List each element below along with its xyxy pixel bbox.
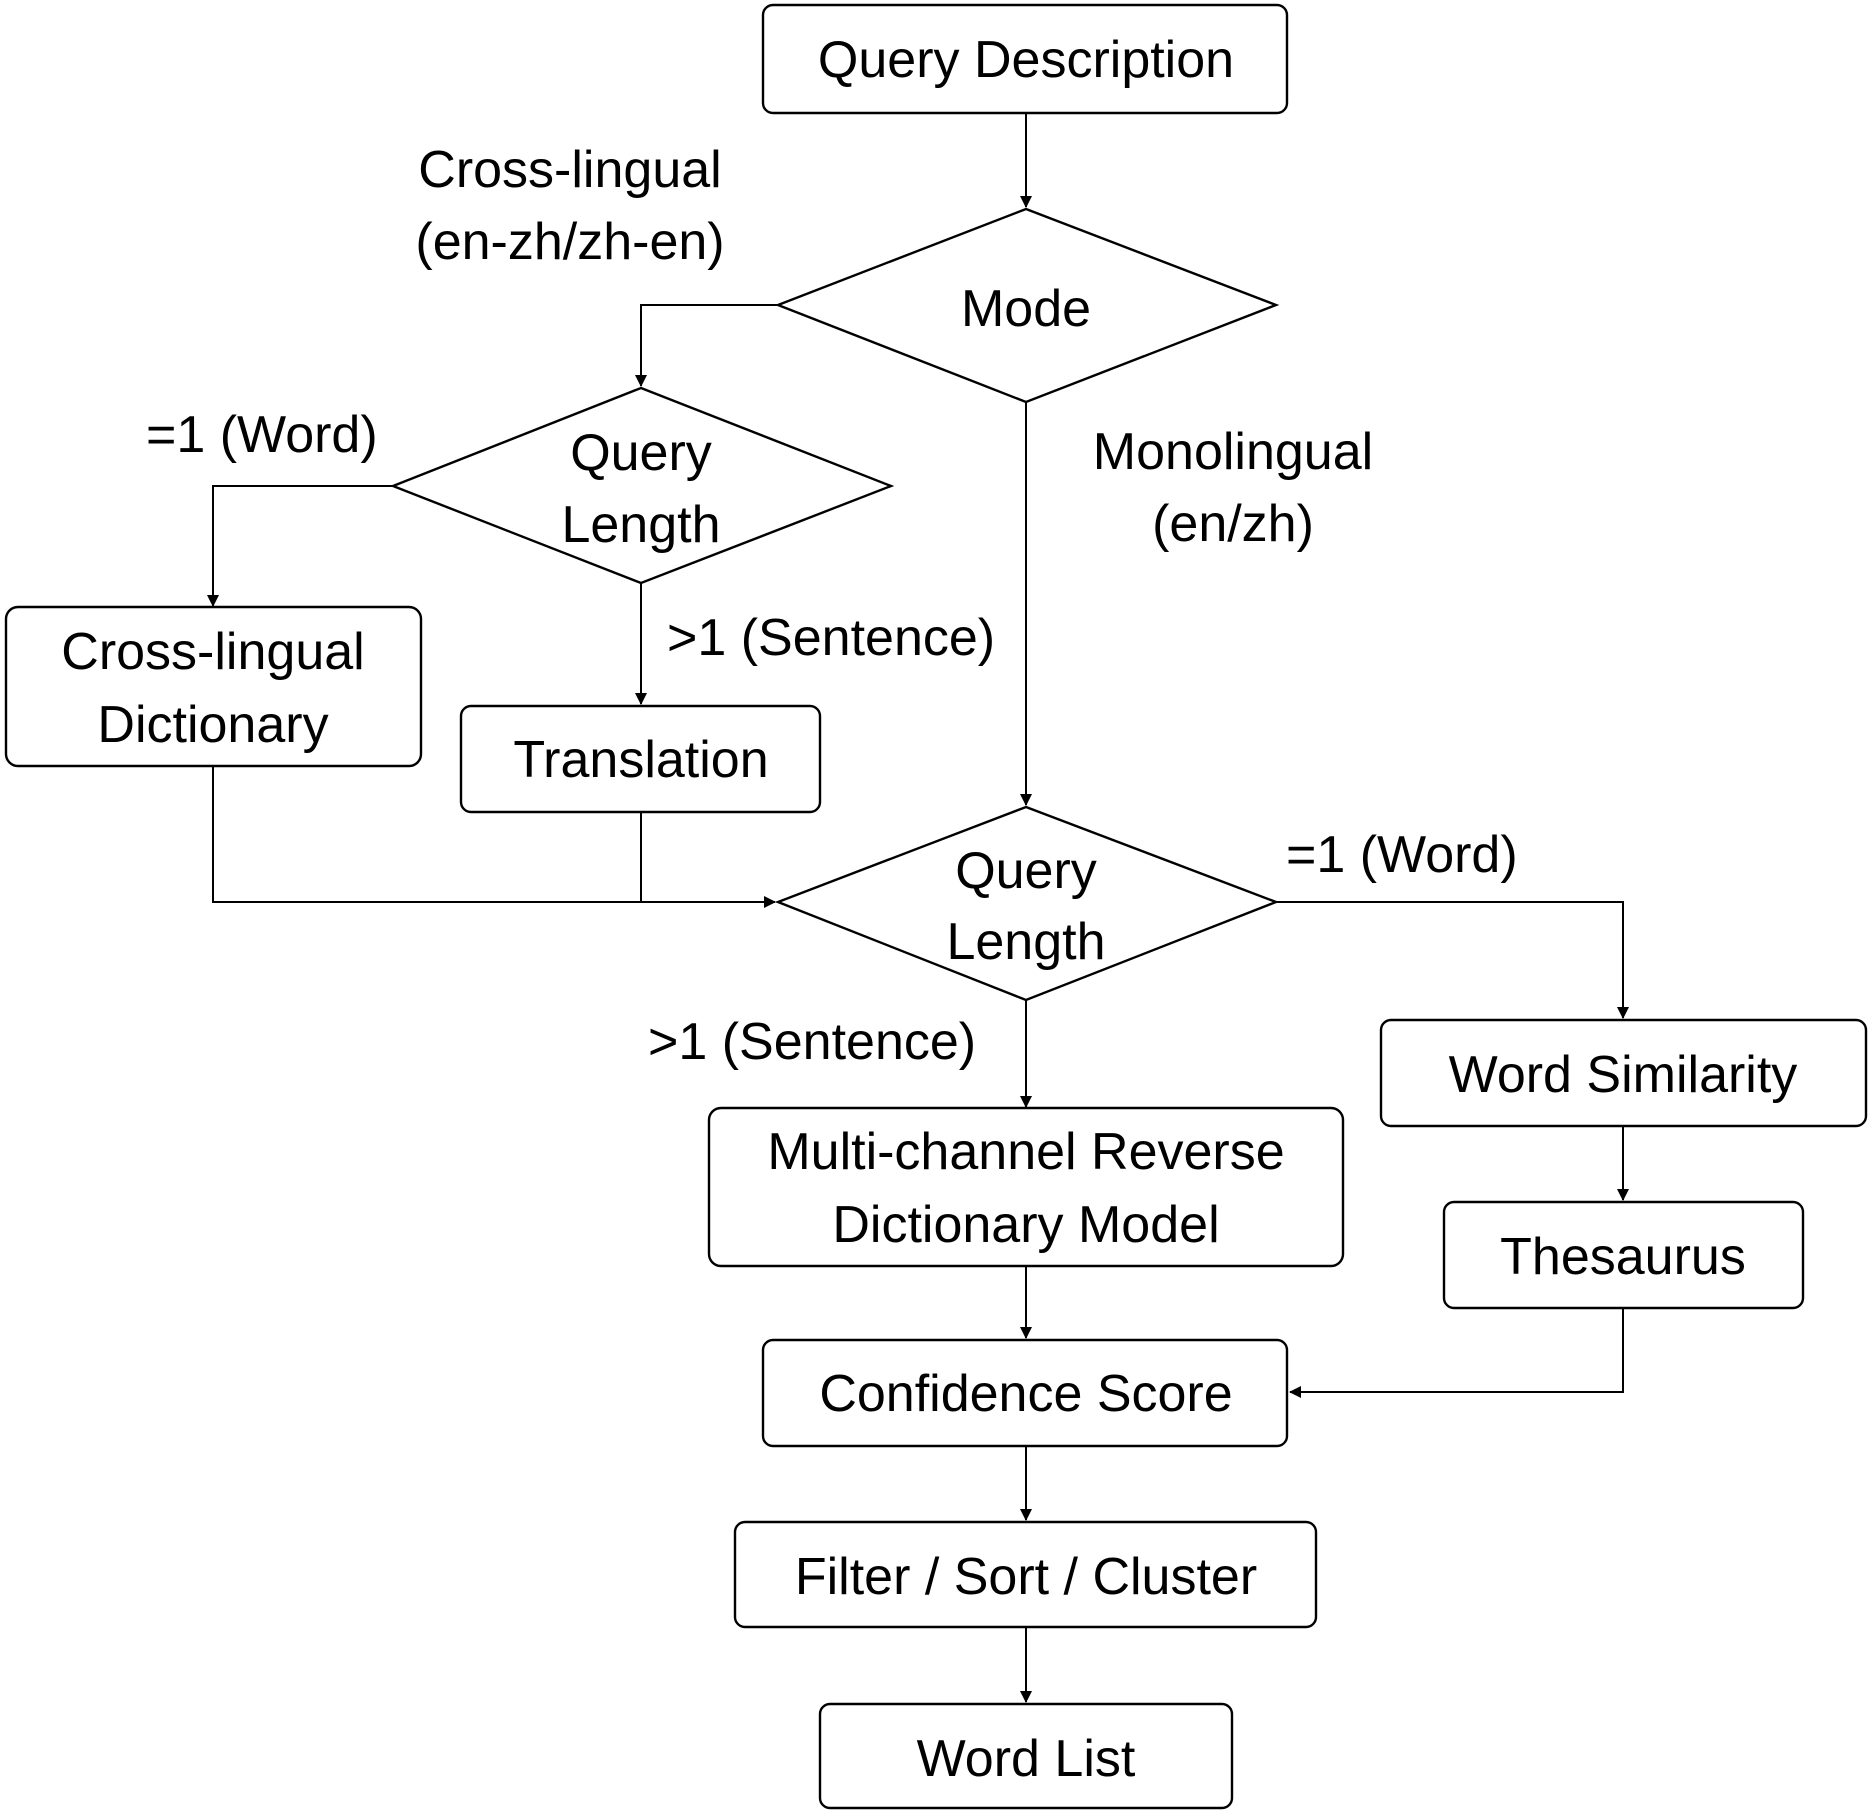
node-translation-label: Translation — [513, 731, 768, 789]
node-reverse-dictionary-model-label-2: Dictionary Model — [832, 1196, 1219, 1254]
edge-mode-to-query-length-top — [635, 304, 778, 387]
node-word-similarity: Word Similarity — [1379, 1018, 1868, 1128]
node-confidence-score: Confidence Score — [761, 1338, 1289, 1448]
node-cross-lingual-dictionary-label-1: Cross-lingual — [61, 623, 364, 681]
decision-query-length-main: Query Length — [774, 805, 1280, 1002]
node-query-description: Query Description — [761, 3, 1289, 115]
node-filter-sort-cluster-label: Filter / Sort / Cluster — [795, 1548, 1257, 1606]
decision-query-length-top: Query Length — [389, 386, 895, 585]
decision-query-length-top-label-2: Length — [561, 496, 720, 554]
node-thesaurus: Thesaurus — [1442, 1200, 1805, 1310]
label-sentence-main: >1 (Sentence) — [648, 1013, 976, 1071]
label-sentence-top: >1 (Sentence) — [667, 609, 995, 667]
edge-query-length-main-to-word-similarity — [1276, 901, 1629, 1019]
edge-query-length-top-to-dictionary — [207, 485, 393, 607]
label-word-top: =1 (Word) — [146, 406, 378, 464]
node-word-list: Word List — [818, 1702, 1234, 1810]
label-word-main: =1 (Word) — [1286, 826, 1518, 884]
decision-mode-label: Mode — [961, 280, 1091, 338]
connectors — [207, 113, 1629, 1703]
node-reverse-dictionary-model: Multi-channel Reverse Dictionary Model — [707, 1106, 1345, 1268]
node-thesaurus-label: Thesaurus — [1500, 1228, 1746, 1286]
decision-query-length-main-label-2: Length — [946, 913, 1105, 971]
node-cross-lingual-dictionary-label-2: Dictionary — [97, 696, 328, 754]
decision-mode: Mode — [774, 207, 1280, 404]
node-confidence-score-label: Confidence Score — [819, 1365, 1232, 1423]
label-monolingual-2: (en/zh) — [1152, 495, 1314, 553]
node-reverse-dictionary-model-label-1: Multi-channel Reverse — [767, 1123, 1284, 1181]
label-cross-lingual-1: Cross-lingual — [418, 141, 721, 199]
edge-thesaurus-to-confidence — [1289, 1308, 1624, 1398]
decision-query-length-top-label-1: Query — [570, 424, 712, 482]
node-query-description-label: Query Description — [818, 31, 1234, 89]
edge-labels: Cross-lingual (en-zh/zh-en) Monolingual … — [146, 141, 1518, 1071]
label-cross-lingual-2: (en-zh/zh-en) — [415, 213, 724, 271]
edge-dictionary-to-query-length-main — [212, 766, 776, 908]
node-filter-sort-cluster: Filter / Sort / Cluster — [733, 1520, 1318, 1629]
node-word-similarity-label: Word Similarity — [1449, 1046, 1798, 1104]
decision-query-length-main-label-1: Query — [955, 842, 1097, 900]
node-cross-lingual-dictionary: Cross-lingual Dictionary — [4, 605, 423, 768]
label-monolingual-1: Monolingual — [1093, 423, 1373, 481]
node-translation: Translation — [459, 704, 822, 814]
node-word-list-label: Word List — [917, 1730, 1136, 1788]
